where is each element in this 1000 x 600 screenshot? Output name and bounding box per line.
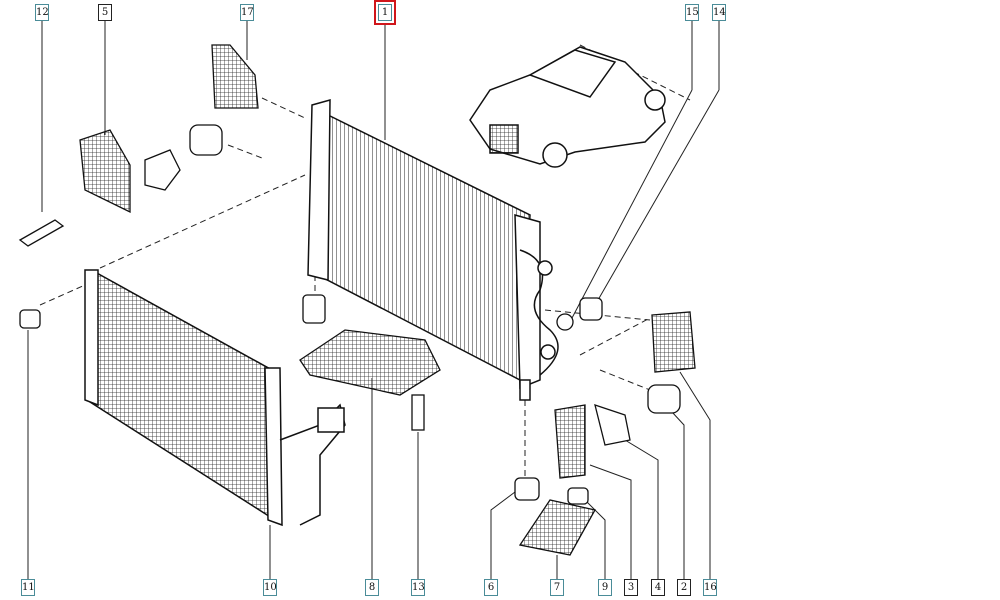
leader-line-2: [671, 411, 685, 580]
mount-bushing-top: [189, 124, 223, 156]
bracket-17: [211, 44, 259, 109]
leader-line-6: [490, 491, 516, 580]
callout-7[interactable]: 7: [550, 579, 564, 596]
bushing-2: [647, 384, 681, 414]
callout-12[interactable]: 12: [35, 4, 49, 21]
bracket-8: [299, 329, 441, 396]
leader-line-9: [584, 499, 606, 580]
callout-8[interactable]: 8: [365, 579, 379, 596]
leader-line-15: [571, 89, 693, 319]
bracket-5: [79, 129, 131, 214]
leader-line-4: [624, 439, 659, 580]
callout-11[interactable]: 11: [21, 579, 35, 596]
callout-17[interactable]: 17: [240, 4, 254, 21]
filter-16: [651, 311, 696, 373]
condenser: [84, 269, 346, 527]
leader-line-16: [679, 371, 711, 580]
bolt-11: [19, 309, 41, 329]
vehicle-outline: [469, 46, 666, 168]
leader-line-3: [589, 464, 632, 580]
callout-4[interactable]: 4: [651, 579, 665, 596]
rivet-12: [18, 219, 65, 247]
plug-14: [579, 297, 603, 321]
callout-2[interactable]: 2: [677, 579, 691, 596]
radiator: [307, 99, 559, 401]
clip: [144, 149, 181, 191]
mount-bushing-lower: [302, 294, 326, 324]
bracket-3: [554, 404, 586, 479]
callout-9[interactable]: 9: [598, 579, 612, 596]
leader-line-14: [597, 89, 720, 301]
callout-16[interactable]: 16: [703, 579, 717, 596]
seal-15: [556, 313, 574, 331]
clip-4: [594, 404, 631, 446]
callout-5[interactable]: 5: [98, 4, 112, 21]
callout-13[interactable]: 13: [411, 579, 425, 596]
mount-6: [514, 477, 540, 501]
callout-6[interactable]: 6: [484, 579, 498, 596]
bolt-13: [411, 394, 425, 431]
callout-10[interactable]: 10: [263, 579, 277, 596]
bracket-7: [518, 499, 596, 556]
nut-9: [567, 487, 589, 505]
callout-3[interactable]: 3: [624, 579, 638, 596]
callout-14[interactable]: 14: [712, 4, 726, 21]
callout-15[interactable]: 15: [685, 4, 699, 21]
callout-1-selected[interactable]: 1: [374, 0, 396, 25]
